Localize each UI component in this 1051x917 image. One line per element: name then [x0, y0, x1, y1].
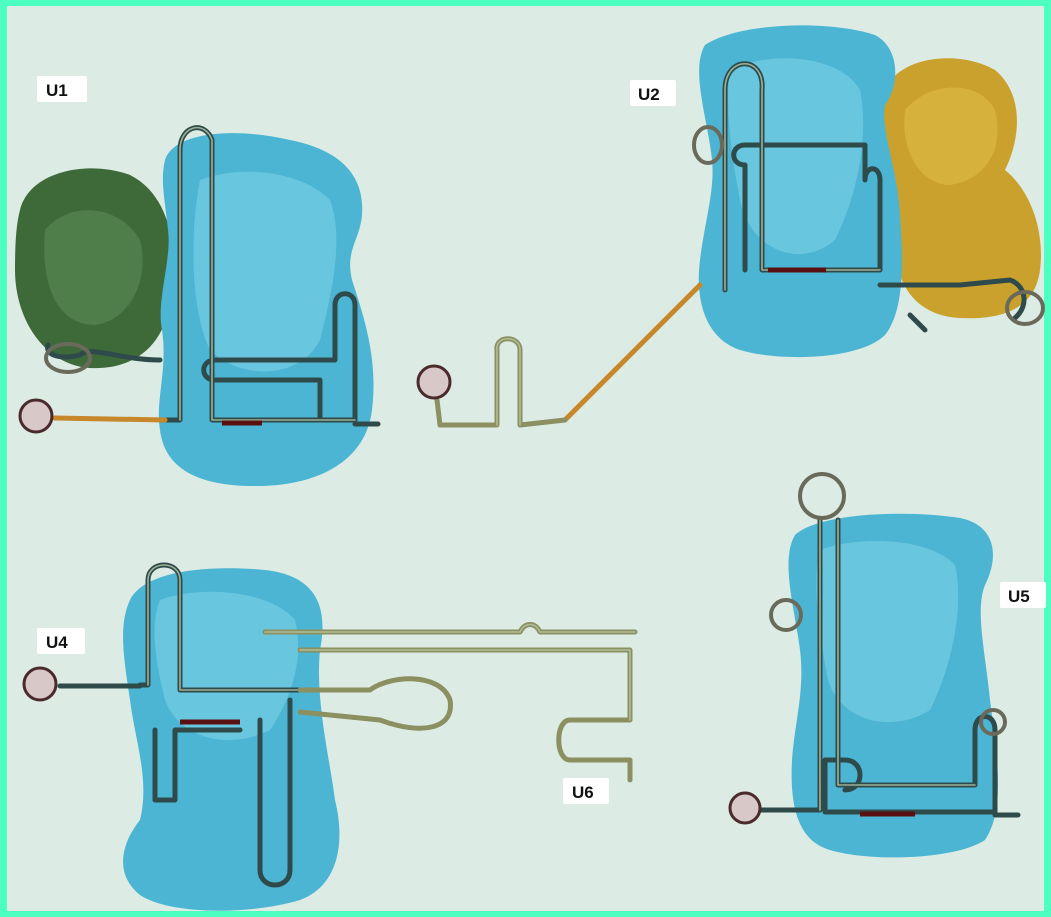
u1-single-strand	[55, 418, 165, 420]
u6-label: U6	[572, 783, 594, 802]
u4-cap	[24, 668, 56, 700]
u4-label: U4	[46, 633, 68, 652]
u1-cap	[20, 400, 52, 432]
u2-cap	[418, 366, 450, 398]
u5-label: U5	[1008, 587, 1030, 606]
u1-label: U1	[46, 81, 68, 100]
u5-cap	[730, 793, 760, 823]
u2-label: U2	[638, 85, 660, 104]
